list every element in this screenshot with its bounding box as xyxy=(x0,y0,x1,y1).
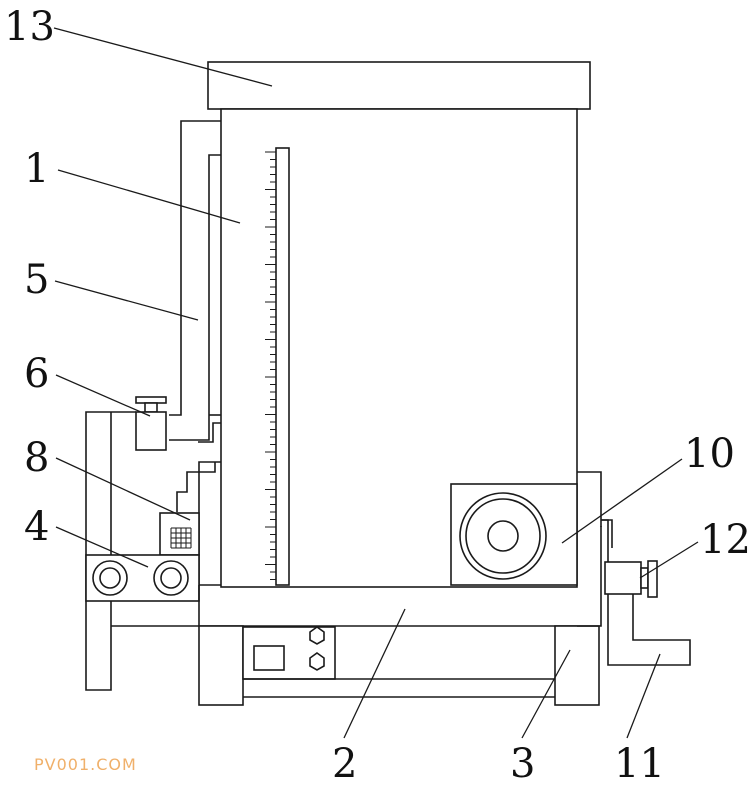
right-housing xyxy=(577,471,602,627)
label-6: 6 xyxy=(24,351,49,397)
motor-box xyxy=(450,483,578,586)
outlet-pipe xyxy=(600,519,691,666)
leader-11 xyxy=(626,653,661,739)
label-8: 8 xyxy=(24,435,49,481)
control-panel xyxy=(253,626,325,671)
watermark: PV001.COM xyxy=(34,755,137,774)
leader-lines xyxy=(53,27,699,739)
leader-6 xyxy=(55,374,151,417)
roller-housing xyxy=(85,554,200,602)
label-4: 4 xyxy=(24,504,49,550)
label-1: 1 xyxy=(24,146,49,192)
leader-3 xyxy=(521,649,571,739)
sensor-box xyxy=(159,512,200,556)
part-labels: 13 1 5 6 8 4 10 12 2 3 11 xyxy=(4,4,750,787)
label-12: 12 xyxy=(700,517,750,563)
measuring-scale xyxy=(265,147,290,586)
leader-13 xyxy=(53,27,273,87)
label-13: 13 xyxy=(4,4,55,50)
side-pipe xyxy=(169,120,221,443)
valve xyxy=(135,396,167,451)
leader-12 xyxy=(639,541,699,579)
adjustment-knob xyxy=(604,560,658,598)
label-5: 5 xyxy=(24,257,49,303)
leader-10 xyxy=(561,458,683,544)
lid xyxy=(207,61,591,110)
label-2: 2 xyxy=(332,741,357,787)
right-leg xyxy=(554,625,600,706)
label-3: 3 xyxy=(510,741,535,787)
leader-5 xyxy=(54,280,199,321)
leader-1 xyxy=(57,169,241,224)
label-11: 11 xyxy=(614,741,665,787)
leader-2 xyxy=(343,608,406,739)
leader-4 xyxy=(55,526,149,568)
label-10: 10 xyxy=(684,431,735,477)
leader-8 xyxy=(55,457,191,521)
